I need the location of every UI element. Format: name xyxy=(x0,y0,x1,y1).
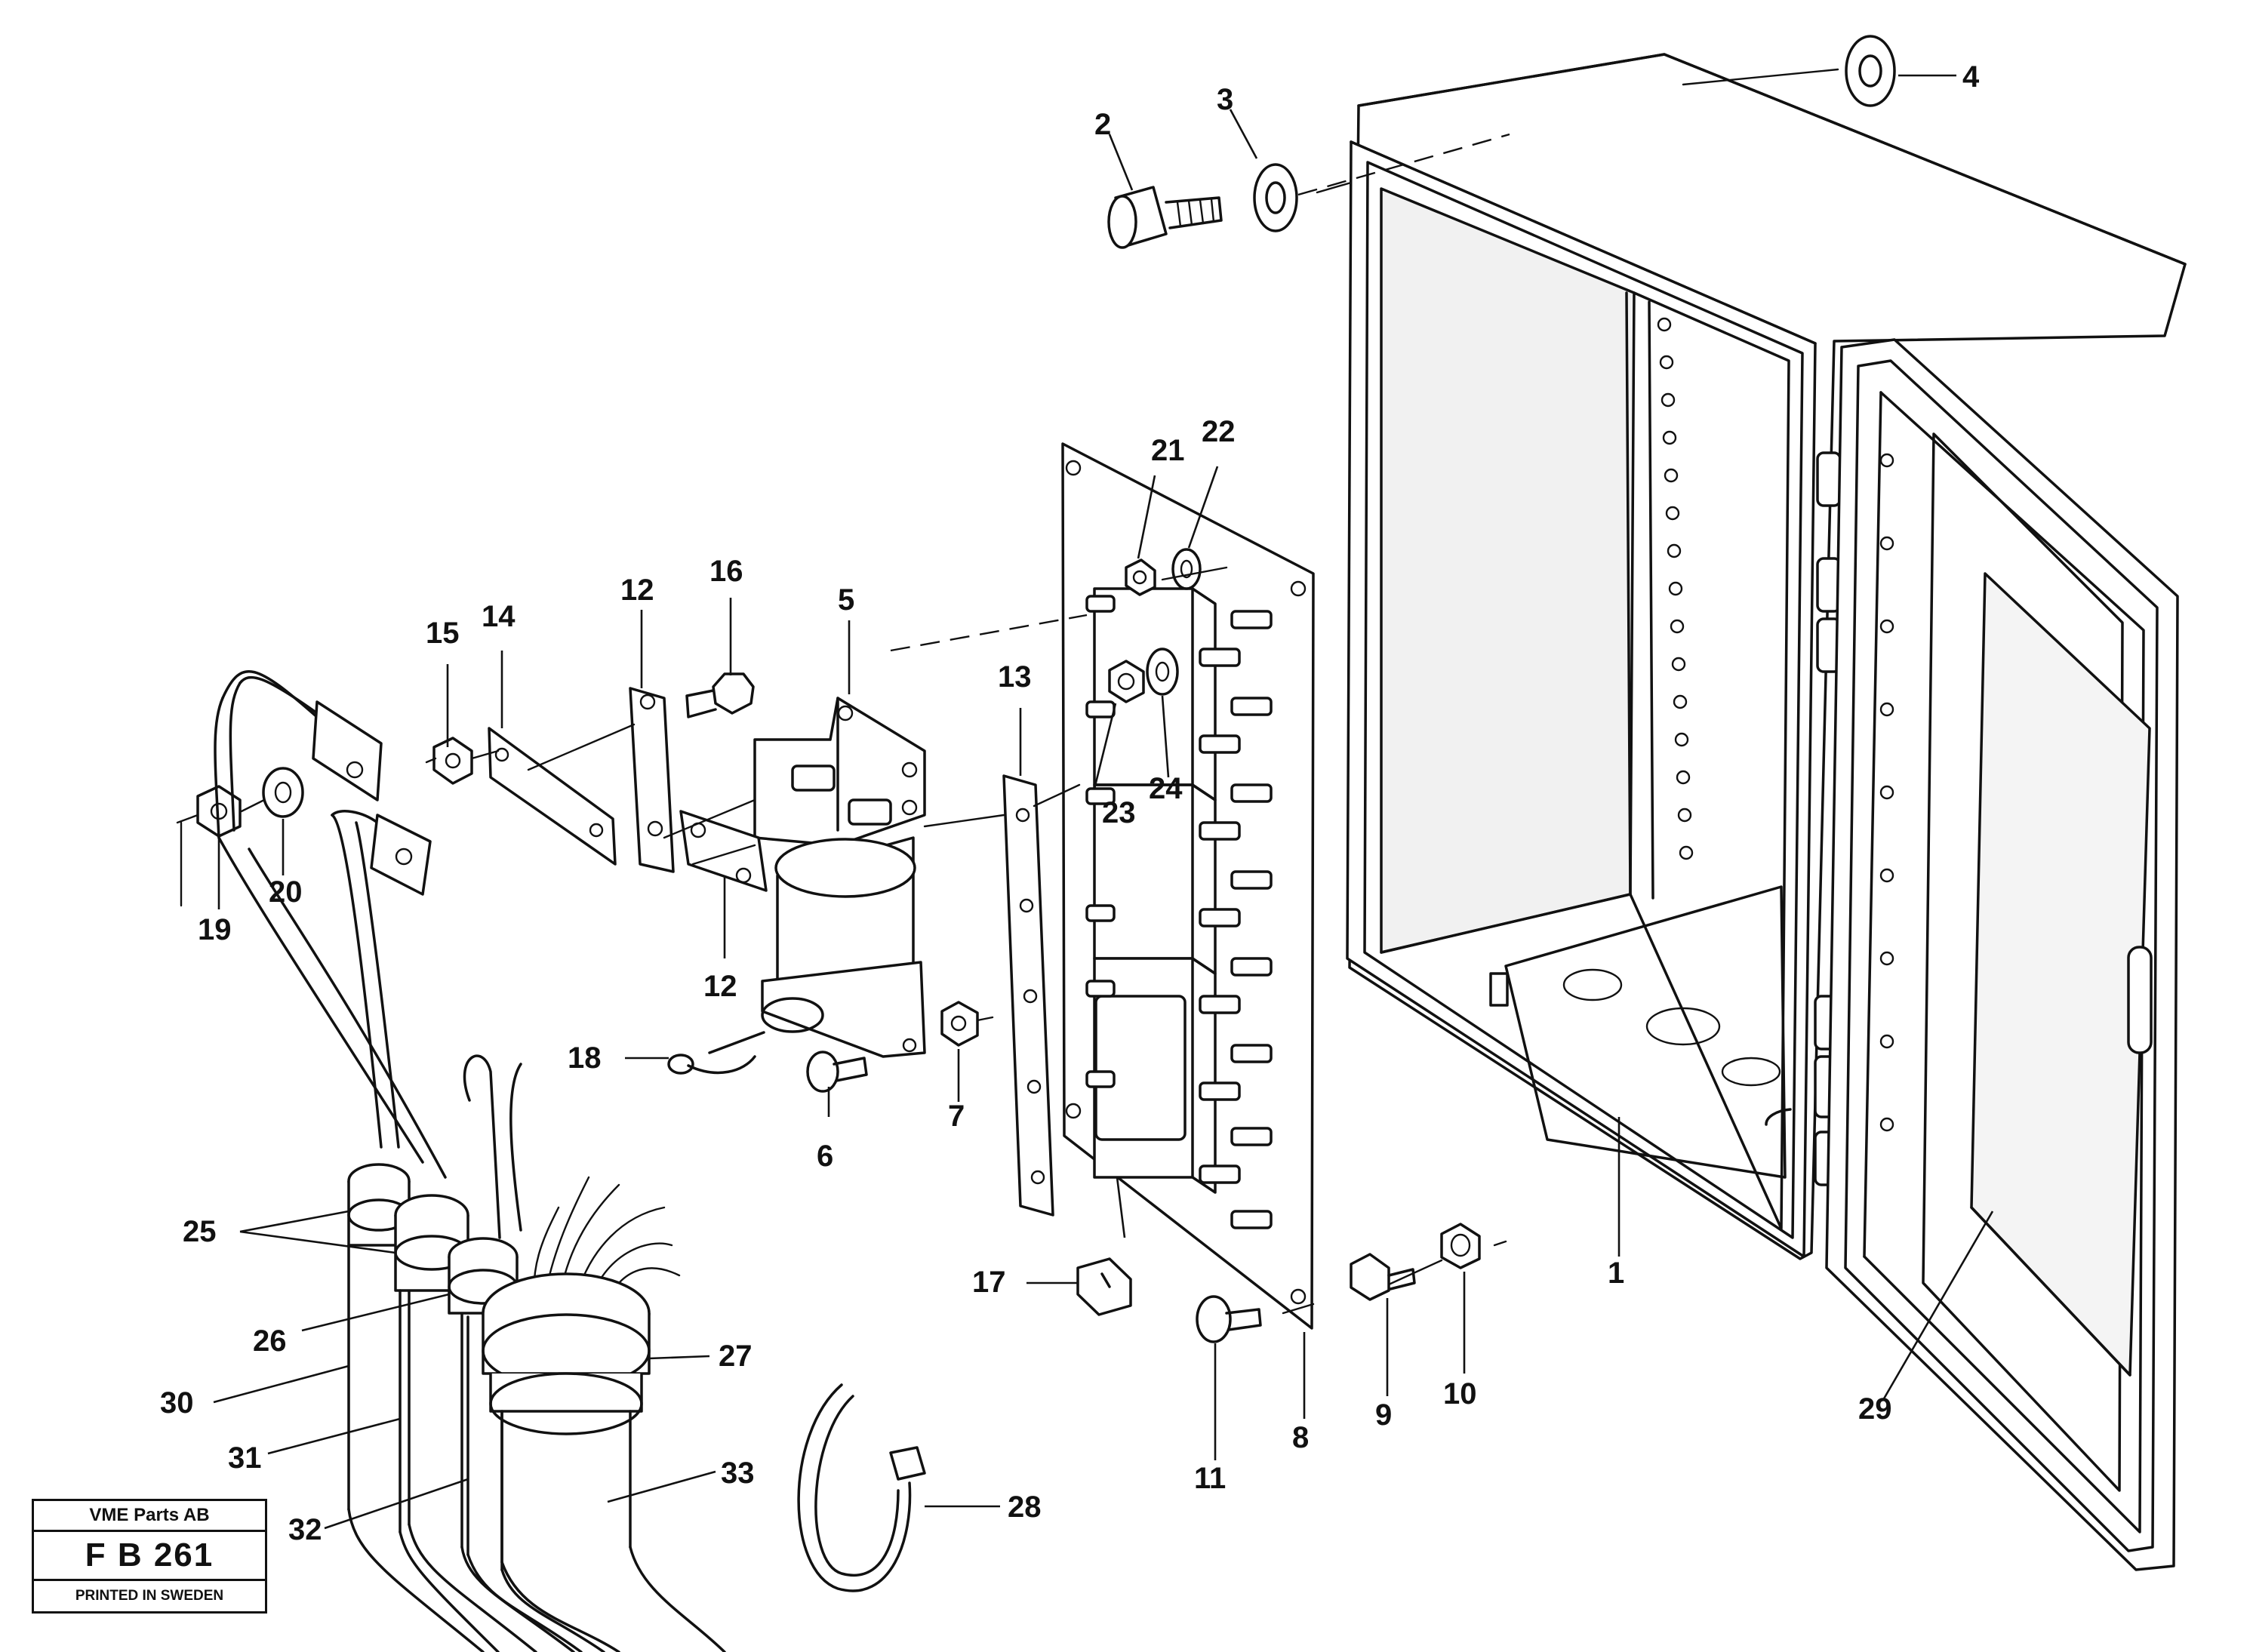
callout-12-upper: 12 xyxy=(620,574,654,607)
callout-29: 29 xyxy=(1858,1392,1892,1426)
washer xyxy=(1253,163,1298,232)
nut xyxy=(940,1001,979,1047)
callout-15: 15 xyxy=(426,617,460,650)
callout-33: 33 xyxy=(721,1457,755,1490)
terminal-studs xyxy=(1085,595,1273,1229)
cabinet-door xyxy=(1825,338,2179,1571)
cable-gland xyxy=(482,1272,651,1564)
callout-9: 9 xyxy=(1375,1398,1392,1432)
washer xyxy=(1171,548,1202,590)
callout-20: 20 xyxy=(269,875,303,909)
callout-18: 18 xyxy=(568,1041,602,1075)
drawing-code: F B 261 xyxy=(34,1532,265,1581)
callout-31: 31 xyxy=(228,1441,262,1475)
callout-7: 7 xyxy=(948,1100,965,1133)
bolt xyxy=(685,672,755,718)
nut xyxy=(1108,660,1145,703)
callout-4: 4 xyxy=(1962,60,1980,94)
cable-terminal xyxy=(667,1031,765,1075)
link-bar xyxy=(488,727,617,866)
callout-10: 10 xyxy=(1443,1377,1477,1411)
cap-screw xyxy=(1107,186,1223,249)
callout-28: 28 xyxy=(1008,1490,1042,1524)
callout-22: 22 xyxy=(1202,415,1236,448)
callout-11: 11 xyxy=(1194,1462,1226,1495)
assembly-lines xyxy=(176,68,1839,1315)
washer xyxy=(1146,648,1179,696)
callout-1: 1 xyxy=(1608,1257,1624,1290)
nut xyxy=(1440,1223,1481,1269)
callout-19: 19 xyxy=(198,913,232,946)
callout-23: 23 xyxy=(1102,796,1136,829)
callout-12-lower: 12 xyxy=(703,970,737,1003)
printed-note: PRINTED IN SWEDEN xyxy=(75,1588,224,1604)
relay-bracket xyxy=(753,697,926,1058)
terminal-strip xyxy=(1002,774,1054,1217)
rear-rail-holes xyxy=(1657,317,1694,860)
screw xyxy=(806,1051,868,1093)
callout-16: 16 xyxy=(709,555,743,588)
cable-tie xyxy=(797,1383,926,1592)
screw xyxy=(1196,1295,1262,1343)
callout-6: 6 xyxy=(817,1140,833,1173)
nut xyxy=(1125,558,1156,596)
callout-32: 32 xyxy=(288,1513,322,1546)
link-bar xyxy=(629,687,675,873)
callout-24: 24 xyxy=(1149,772,1183,805)
callout-30: 30 xyxy=(160,1386,194,1420)
callout-27: 27 xyxy=(719,1340,753,1373)
callout-8: 8 xyxy=(1292,1421,1309,1454)
link-bar xyxy=(679,810,768,892)
callout-3: 3 xyxy=(1217,83,1233,116)
callout-21: 21 xyxy=(1151,434,1185,467)
callout-5: 5 xyxy=(838,583,854,617)
title-block: VME Parts AB F B 261 PRINTED IN SWEDEN xyxy=(32,1499,267,1614)
callout-14: 14 xyxy=(482,600,516,633)
callout-numbers: 1 2 3 4 5 6 7 8 9 10 11 12 12 13 14 15 1… xyxy=(160,60,1980,1546)
washer xyxy=(262,767,304,818)
nut xyxy=(1350,1253,1416,1301)
callout-2: 2 xyxy=(1094,108,1111,141)
washer xyxy=(1845,35,1896,107)
callout-25: 25 xyxy=(183,1215,217,1248)
callout-13: 13 xyxy=(998,660,1032,694)
callout-leaders xyxy=(213,74,1994,1530)
door-holes xyxy=(1879,453,1894,1132)
callout-17: 17 xyxy=(972,1266,1006,1299)
company-name: VME Parts AB xyxy=(34,1501,265,1532)
fuse xyxy=(1076,1257,1132,1316)
callout-26: 26 xyxy=(253,1324,287,1358)
nut xyxy=(432,737,473,785)
nut xyxy=(196,785,242,838)
electrical-cabinet xyxy=(1346,53,2187,1260)
conduits xyxy=(347,1508,726,1652)
